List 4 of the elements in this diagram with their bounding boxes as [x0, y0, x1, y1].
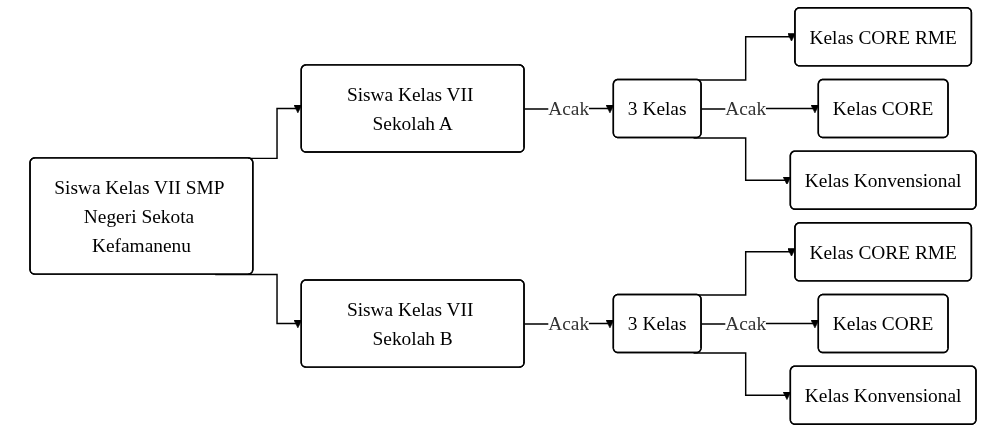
edge-label: Acak	[725, 97, 767, 120]
edge-label: Acak	[548, 97, 590, 120]
edge-label: Acak	[548, 312, 590, 335]
edge-label: Acak	[725, 312, 767, 335]
